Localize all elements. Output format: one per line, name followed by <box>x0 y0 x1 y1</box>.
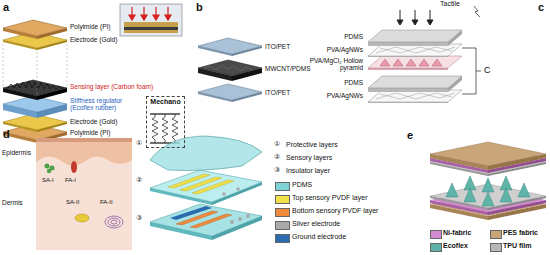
callout-number: ③ <box>136 214 142 222</box>
legend-text: Silver electrode <box>292 220 340 228</box>
layer-label: PVA/AgNWs <box>327 92 363 99</box>
device-illustration <box>150 136 262 240</box>
sensor-stack-b <box>198 38 262 102</box>
layer-label: ITO/PET <box>265 43 290 50</box>
legend-text: Ni-fabric <box>443 229 471 237</box>
layer-label: PDMS <box>344 33 363 40</box>
sensor-stack-c <box>368 6 481 103</box>
callout-number: ① <box>274 140 280 148</box>
callout-number: ② <box>136 176 142 184</box>
legend-swatch <box>275 221 290 230</box>
legend-text: PDMS <box>292 181 312 189</box>
legend-swatch <box>275 208 290 217</box>
layer-label: Sensing layer (Carbon foam) <box>70 83 153 90</box>
receptor-label: SA-II <box>66 199 79 206</box>
layer-label: ITO/PET <box>265 89 290 96</box>
legend-swatch <box>430 243 442 252</box>
receptor-label: FA-I <box>65 177 76 184</box>
receptor-label: SA-I <box>42 177 54 184</box>
layer-label: Stiffness regulator (Ecoflex rubber) <box>70 97 142 112</box>
callout-number: ③ <box>274 166 280 174</box>
legend-swatch <box>490 243 502 252</box>
model-box: Mechano <box>146 96 185 148</box>
stimulus-label: Tactile <box>440 0 460 8</box>
skin-illustration <box>36 138 132 250</box>
panel-letter: e <box>407 129 413 142</box>
panel-letter: d <box>3 128 10 141</box>
legend-swatch <box>430 230 442 239</box>
legend-text: Ground electrode <box>292 233 346 241</box>
capacitance-symbol: C <box>484 65 491 75</box>
legend-text: PES fabric <box>503 229 538 237</box>
legend-text: Bottom sensory PVDF layer <box>292 207 378 215</box>
fabric-stack <box>430 142 546 220</box>
layer-label: Polyimide (PI) <box>70 129 110 136</box>
legend-swatch <box>275 182 290 191</box>
layer-label: MWCNT/PDMS <box>265 65 311 72</box>
layer-label: PDMS <box>344 79 363 86</box>
list-label: Insulator layer <box>286 167 330 175</box>
sensor-stack-a <box>3 20 67 143</box>
layer-label: Polyimide (PI) <box>70 23 110 30</box>
panel-letter: a <box>3 1 9 14</box>
spring-model <box>150 114 180 143</box>
panel-letter: c <box>538 1 544 14</box>
box-title: Mechano <box>147 97 184 107</box>
layer-label: Electrode (Gold) <box>70 118 117 125</box>
receptor-label: FA-II <box>100 199 113 206</box>
legend-text: Top sensory PVDF layer <box>292 194 367 202</box>
legend-text: TPU film <box>503 242 531 250</box>
pressure-inset <box>120 4 182 36</box>
callout-number: ② <box>274 153 280 161</box>
legend-swatch <box>490 230 502 239</box>
tissue-label: Epidermis <box>2 149 31 156</box>
layer-label: PVA/MgCl₂ Hollow pyramid <box>307 57 363 72</box>
list-label: Protective layers <box>286 141 338 149</box>
legend-swatch <box>275 234 290 243</box>
layer-label: Electrode (Gold) <box>70 36 117 43</box>
list-label: Sensory layers <box>286 154 332 162</box>
layer-label: PVA/AgNWs <box>327 46 363 53</box>
legend-swatch <box>275 195 290 204</box>
panel-letter: b <box>196 1 203 14</box>
callout-number: ① <box>136 139 142 147</box>
legend-text: Ecoflex <box>443 242 468 250</box>
tissue-label: Dermis <box>2 199 23 206</box>
